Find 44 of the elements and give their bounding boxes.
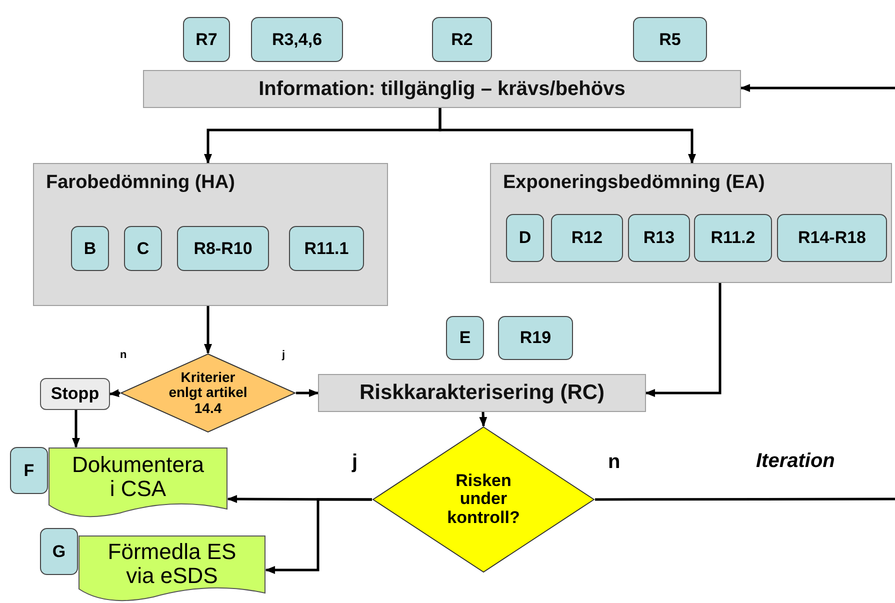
- decision-diamond: [372, 426, 595, 573]
- tag-box: R12: [551, 214, 623, 262]
- connector-arrow: [645, 283, 722, 397]
- connector-arrow: [438, 108, 696, 164]
- connector-arrow: [227, 495, 372, 504]
- connector-arrow: [265, 498, 372, 574]
- tag-box: R14-R18: [777, 214, 887, 262]
- document-shape: [48, 447, 228, 519]
- process-box: Information: tillgänglig – krävs/behövs: [143, 70, 741, 108]
- edge-label: n: [118, 350, 129, 361]
- tag-box: F: [10, 447, 48, 494]
- tag-box: D: [506, 214, 544, 262]
- connector-arrow: [296, 389, 319, 397]
- connector-arrow: [740, 84, 895, 92]
- iteration-label: Iteration: [756, 450, 835, 473]
- document-text: Dokumentera i CSA: [71, 453, 205, 502]
- tag-box: R11.2: [694, 214, 772, 262]
- connector-arrow: [479, 412, 488, 427]
- panel-heading: Farobedömning (HA): [46, 172, 235, 194]
- edge-label: j: [280, 350, 288, 361]
- document-shape: [78, 535, 266, 603]
- document-text: Förmedla ES via eSDS: [106, 539, 238, 588]
- tag-box: B: [71, 226, 109, 271]
- connector-arrow: [204, 306, 212, 354]
- connector-arrow: [72, 410, 80, 448]
- tag-box: R19: [498, 316, 573, 360]
- tag-box: G: [40, 528, 78, 575]
- panel-heading: Exponeringsbedömning (EA): [503, 172, 765, 194]
- tag-box: R8-R10: [177, 226, 269, 271]
- tag-box: E: [446, 316, 484, 360]
- tag-box: R11.1: [289, 226, 364, 271]
- tag-box: R3,4,6: [251, 17, 343, 62]
- connector-arrow: [109, 389, 120, 398]
- process-box: Riskkarakterisering (RC): [318, 374, 646, 412]
- process-panel: [33, 163, 388, 306]
- terminal-box: Stopp: [40, 378, 110, 410]
- process-panel: [490, 163, 892, 283]
- decision-text: Kriterier enlgt artikel 14.4: [168, 370, 248, 416]
- tag-box: C: [124, 226, 162, 271]
- tag-box: R5: [633, 17, 707, 62]
- decision-text: Risken under kontroll?: [446, 471, 521, 528]
- tag-box: R13: [628, 214, 690, 262]
- tag-box: R7: [183, 17, 230, 62]
- tag-box: R2: [432, 17, 492, 62]
